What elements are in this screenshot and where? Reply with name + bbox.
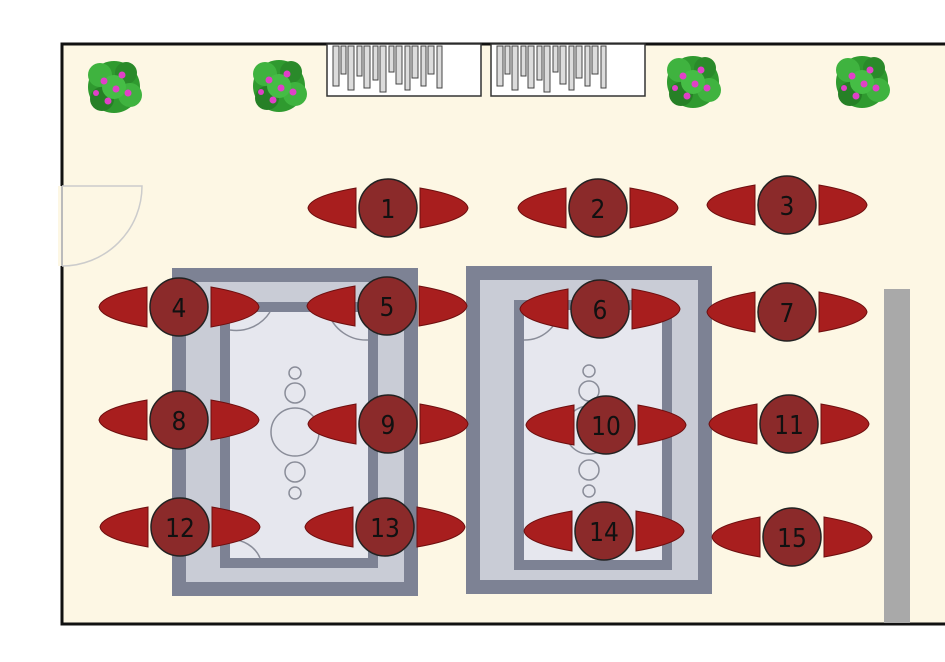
chair-icon <box>419 187 469 229</box>
table-group-14[interactable]: 14 <box>523 501 685 561</box>
chair-icon <box>820 403 870 445</box>
table-number-label: 8 <box>172 407 187 437</box>
table-number-label: 11 <box>774 411 804 441</box>
table-group-8[interactable]: 8 <box>98 390 260 450</box>
chair-icon <box>706 184 756 226</box>
round-table-icon[interactable] <box>149 277 209 337</box>
table-group-7[interactable]: 7 <box>706 282 868 342</box>
chair-icon <box>304 506 354 548</box>
potted-plant-icon <box>667 56 721 108</box>
chair-icon <box>307 187 357 229</box>
door-swing-icon[interactable] <box>61 185 143 267</box>
round-table-icon[interactable] <box>150 497 210 557</box>
table-number-label: 3 <box>780 192 795 222</box>
round-table-icon[interactable] <box>358 178 418 238</box>
chair-icon <box>419 403 469 445</box>
chair-icon <box>706 291 756 333</box>
table-group-13[interactable]: 13 <box>304 497 466 557</box>
table-number-label: 14 <box>589 518 619 548</box>
chair-icon <box>711 516 761 558</box>
table-number-label: 4 <box>172 294 187 324</box>
bookshelf-icon <box>490 43 646 97</box>
table-number-label: 12 <box>165 514 195 544</box>
potted-plant-icon <box>836 56 890 108</box>
chair-icon <box>823 516 873 558</box>
table-number-label: 13 <box>370 514 400 544</box>
round-table-icon[interactable] <box>355 497 415 557</box>
table-group-5[interactable]: 5 <box>306 276 468 336</box>
table-number-label: 1 <box>381 195 396 225</box>
chair-icon <box>416 506 466 548</box>
round-table-icon[interactable] <box>757 282 817 342</box>
chair-icon <box>517 187 567 229</box>
table-number-label: 7 <box>780 299 795 329</box>
potted-plant-icon <box>253 60 307 112</box>
chair-icon <box>525 404 575 446</box>
table-group-2[interactable]: 2 <box>517 178 679 238</box>
table-group-10[interactable]: 10 <box>525 395 687 455</box>
round-table-icon[interactable] <box>757 175 817 235</box>
chair-icon <box>307 403 357 445</box>
chair-icon <box>99 506 149 548</box>
table-number-label: 15 <box>777 524 807 554</box>
chair-icon <box>631 288 681 330</box>
table-number-label: 9 <box>381 411 396 441</box>
table-group-4[interactable]: 4 <box>98 277 260 337</box>
chair-icon <box>306 285 356 327</box>
bookshelf-icon <box>326 43 482 97</box>
table-group-12[interactable]: 12 <box>99 497 261 557</box>
potted-plant-icon <box>88 61 142 113</box>
round-table-icon[interactable] <box>759 394 819 454</box>
round-table-icon[interactable] <box>570 279 630 339</box>
chair-icon <box>418 285 468 327</box>
chair-icon <box>523 510 573 552</box>
round-table-icon[interactable] <box>568 178 628 238</box>
round-table-icon[interactable] <box>574 501 634 561</box>
chair-icon <box>519 288 569 330</box>
side-rail <box>884 289 910 623</box>
table-group-9[interactable]: 9 <box>307 394 469 454</box>
round-table-icon[interactable] <box>357 276 417 336</box>
table-group-11[interactable]: 11 <box>708 394 870 454</box>
chair-icon <box>210 399 260 441</box>
table-number-label: 6 <box>593 296 608 326</box>
chair-icon <box>635 510 685 552</box>
chair-icon <box>629 187 679 229</box>
table-group-6[interactable]: 6 <box>519 279 681 339</box>
round-table-icon[interactable] <box>576 395 636 455</box>
chair-icon <box>637 404 687 446</box>
chair-icon <box>708 403 758 445</box>
round-table-icon[interactable] <box>149 390 209 450</box>
table-number-label: 5 <box>380 293 395 323</box>
table-number-label: 2 <box>591 195 606 225</box>
chair-icon <box>210 286 260 328</box>
table-group-3[interactable]: 3 <box>706 175 868 235</box>
table-number-label: 10 <box>591 412 621 442</box>
table-group-15[interactable]: 15 <box>711 507 873 567</box>
chair-icon <box>818 291 868 333</box>
round-table-icon[interactable] <box>358 394 418 454</box>
round-table-icon[interactable] <box>762 507 822 567</box>
chair-icon <box>211 506 261 548</box>
chair-icon <box>818 184 868 226</box>
table-group-1[interactable]: 1 <box>307 178 469 238</box>
chair-icon <box>98 286 148 328</box>
chair-icon <box>98 399 148 441</box>
